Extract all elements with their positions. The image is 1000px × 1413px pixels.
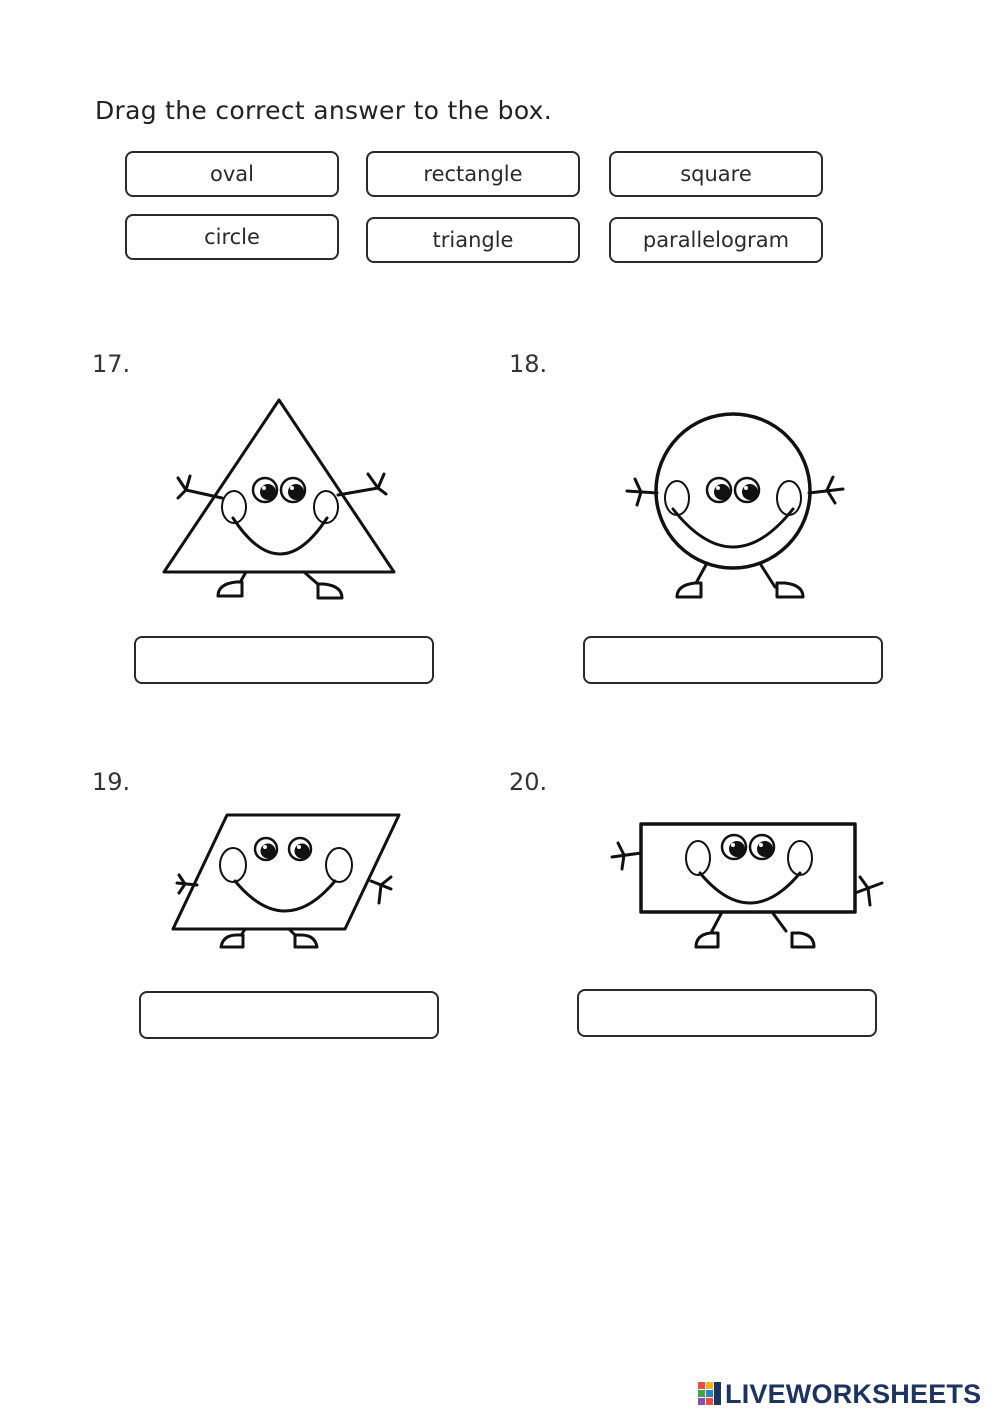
triangle-character-icon [162, 398, 396, 600]
answer-dropbox-19[interactable] [139, 991, 439, 1039]
question-number-19: 19. [92, 768, 131, 796]
question-number-20: 20. [509, 768, 548, 796]
option-chip-parallelogram[interactable]: parallelogram [609, 217, 823, 263]
parallelogram-character-icon [171, 813, 401, 949]
question-number-17: 17. [92, 350, 131, 378]
liveworksheets-logo: LIVEWORKSHEETS [697, 1378, 981, 1410]
instruction-text: Drag the correct answer to the box. [95, 96, 553, 125]
option-chip-triangle[interactable]: triangle [366, 217, 580, 263]
answer-dropbox-20[interactable] [577, 989, 877, 1037]
option-chip-rectangle[interactable]: rectangle [366, 151, 580, 197]
brand-name: LIVEWORKSHEETS [725, 1378, 982, 1409]
answer-dropbox-18[interactable] [583, 636, 883, 684]
option-chip-oval[interactable]: oval [125, 151, 339, 197]
circle-character-icon [625, 412, 845, 599]
option-chip-circle[interactable]: circle [125, 214, 339, 260]
option-chip-square[interactable]: square [609, 151, 823, 197]
liveworksheets-logo-icon [698, 1382, 721, 1405]
question-number-18: 18. [509, 350, 548, 378]
answer-dropbox-17[interactable] [134, 636, 434, 684]
rectangle-character-icon [610, 822, 884, 949]
